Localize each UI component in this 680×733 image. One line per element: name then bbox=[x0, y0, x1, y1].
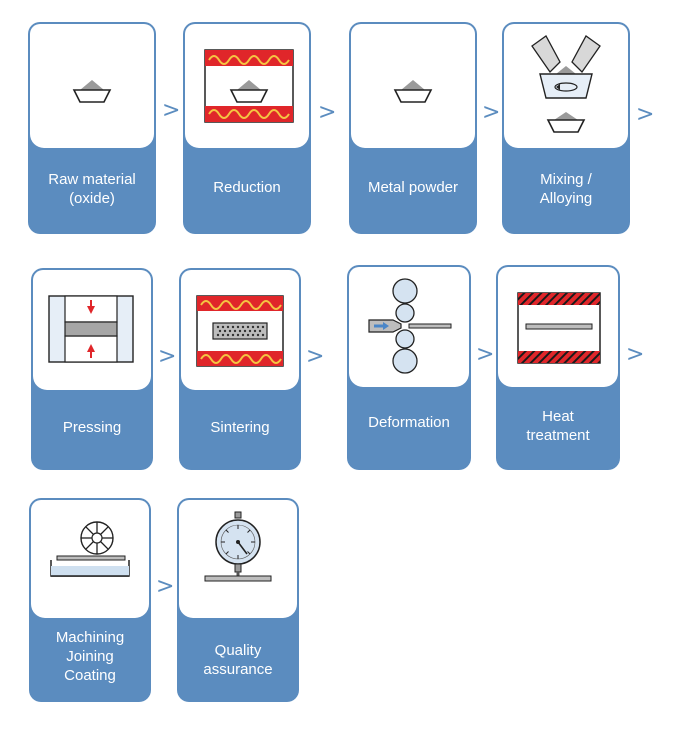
step-heat-treatment: Heat treatment bbox=[496, 265, 620, 470]
press-die-icon bbox=[48, 295, 134, 363]
step-label: Metal powder bbox=[367, 179, 459, 196]
step-raw-material: Raw material (oxide) bbox=[28, 22, 156, 234]
step-quality-illustration bbox=[179, 500, 297, 618]
rolling-mill-icon bbox=[368, 278, 452, 374]
flow-arrow: > bbox=[476, 342, 495, 367]
flow-arrow: > bbox=[318, 100, 337, 125]
step-pressing: Pressing bbox=[31, 268, 153, 470]
reduction-furnace-icon bbox=[204, 49, 294, 123]
step-label: Raw material (oxide) bbox=[48, 171, 136, 207]
mixer-icon bbox=[531, 35, 601, 133]
flow-arrow: > bbox=[482, 100, 501, 125]
step-metal-powder-illustration bbox=[351, 24, 475, 148]
step-pressing-illustration bbox=[33, 270, 151, 390]
flow-arrow: > bbox=[626, 342, 645, 367]
step-label: Machining Joining Coating bbox=[55, 629, 125, 684]
step-heat-treatment-illustration bbox=[498, 267, 618, 387]
step-label: Reduction bbox=[213, 179, 281, 196]
flow-arrow: > bbox=[158, 344, 177, 369]
step-raw-material-illustration bbox=[30, 24, 154, 148]
step-quality-assurance: Quality assurance bbox=[177, 498, 299, 702]
step-reduction-illustration bbox=[185, 24, 309, 148]
step-label: Pressing bbox=[62, 419, 122, 436]
milling-cutter-icon bbox=[50, 521, 130, 577]
step-metal-powder: Metal powder bbox=[349, 22, 477, 234]
step-reduction: Reduction bbox=[183, 22, 311, 234]
flow-arrow: > bbox=[636, 102, 655, 127]
powder-bowl-icon bbox=[72, 80, 112, 103]
step-machining-illustration bbox=[31, 500, 149, 618]
step-label: Deformation bbox=[368, 414, 450, 431]
powder-bowl-icon bbox=[393, 80, 433, 103]
step-label: Mixing / Alloying bbox=[539, 171, 593, 207]
flow-arrow: > bbox=[162, 98, 181, 123]
step-label: Quality assurance bbox=[203, 642, 273, 678]
heat-treatment-furnace-icon bbox=[517, 292, 601, 364]
step-label: Heat treatment bbox=[526, 408, 590, 444]
step-label: Sintering bbox=[210, 419, 270, 436]
step-mixing-alloying: Mixing / Alloying bbox=[502, 22, 630, 234]
step-machining-joining-coating: Machining Joining Coating bbox=[29, 498, 151, 702]
step-sintering-illustration bbox=[181, 270, 299, 390]
step-deformation-illustration bbox=[349, 267, 469, 387]
sintering-furnace-icon bbox=[196, 295, 284, 367]
step-mixing-illustration bbox=[504, 24, 628, 148]
flow-arrow: > bbox=[306, 344, 325, 369]
flow-arrow: > bbox=[156, 574, 175, 599]
step-deformation: Deformation bbox=[347, 265, 471, 470]
step-sintering: Sintering bbox=[179, 268, 301, 470]
dial-gauge-icon bbox=[204, 511, 272, 582]
